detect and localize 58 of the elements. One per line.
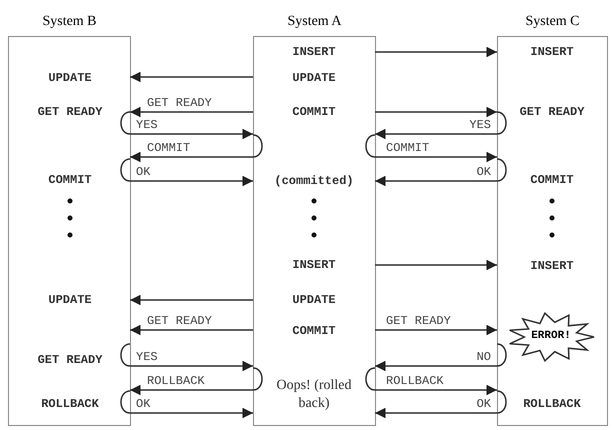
operation-label: GET READY [520, 105, 584, 119]
operation-label: COMMIT [530, 173, 574, 187]
message-arrow [130, 134, 263, 162]
operation-label: UPDATE [48, 71, 92, 85]
operation-label: UPDATE [48, 293, 92, 307]
status-note: (committed) [274, 174, 354, 188]
message-arrow [375, 111, 507, 140]
edge-label: YES [135, 351, 159, 363]
operation-label: COMMIT [292, 324, 336, 338]
edge-label: NO [476, 351, 492, 363]
message-arrow [375, 260, 497, 270]
message-arrow [375, 46, 497, 58]
operation-label: INSERT [292, 258, 336, 272]
operation-label: INSERT [530, 259, 574, 273]
edge-label: COMMIT [146, 142, 192, 154]
edge-label: GET READY [146, 315, 213, 327]
operation-label: COMMIT [48, 173, 92, 187]
message-arrow [375, 324, 497, 336]
message-arrow [375, 390, 507, 418]
message-arrow [130, 294, 253, 306]
operation-label: ROLLBACK [41, 397, 99, 411]
edge-label: OK [135, 398, 152, 410]
message-arrow [120, 158, 253, 186]
message-arrow [120, 390, 253, 418]
message-arrow [130, 106, 253, 118]
message-arrow [375, 158, 507, 186]
operation-label: GET READY [38, 105, 102, 119]
system-heading: System A [286, 14, 343, 30]
message-arrow [130, 72, 253, 82]
message-arrow [365, 134, 497, 162]
message-arrow [375, 106, 497, 118]
message-arrow [130, 367, 263, 396]
message-arrow [365, 367, 497, 396]
operation-label: ROLLBACK [523, 397, 581, 411]
message-arrow [120, 343, 253, 372]
operation-label: GET READY [38, 353, 102, 367]
error-burst: ERROR! [507, 312, 595, 362]
edge-label: OK [476, 166, 492, 178]
system-heading: System B [41, 14, 98, 30]
edge-label: YES [468, 119, 492, 131]
edge-label: OK [476, 398, 492, 410]
edge-label: OK [135, 166, 152, 178]
operation-label: COMMIT [292, 105, 336, 119]
edge-label: ROLLBACK [146, 375, 206, 387]
message-arrow [130, 324, 253, 336]
message-arrow [375, 343, 507, 372]
operation-label: UPDATE [292, 293, 336, 307]
edge-label: ROLLBACK [385, 375, 445, 387]
system-heading: System C [524, 14, 581, 30]
message-arrow [120, 111, 253, 140]
status-note: Oops! (rolled back) [275, 376, 353, 413]
edge-label: YES [135, 119, 159, 131]
edge-label: GET READY [385, 315, 452, 327]
edge-label: GET READY [146, 97, 213, 109]
operation-label: UPDATE [292, 71, 336, 85]
edge-label: COMMIT [385, 142, 430, 154]
operation-label: INSERT [292, 45, 336, 59]
operation-label: INSERT [530, 45, 574, 59]
